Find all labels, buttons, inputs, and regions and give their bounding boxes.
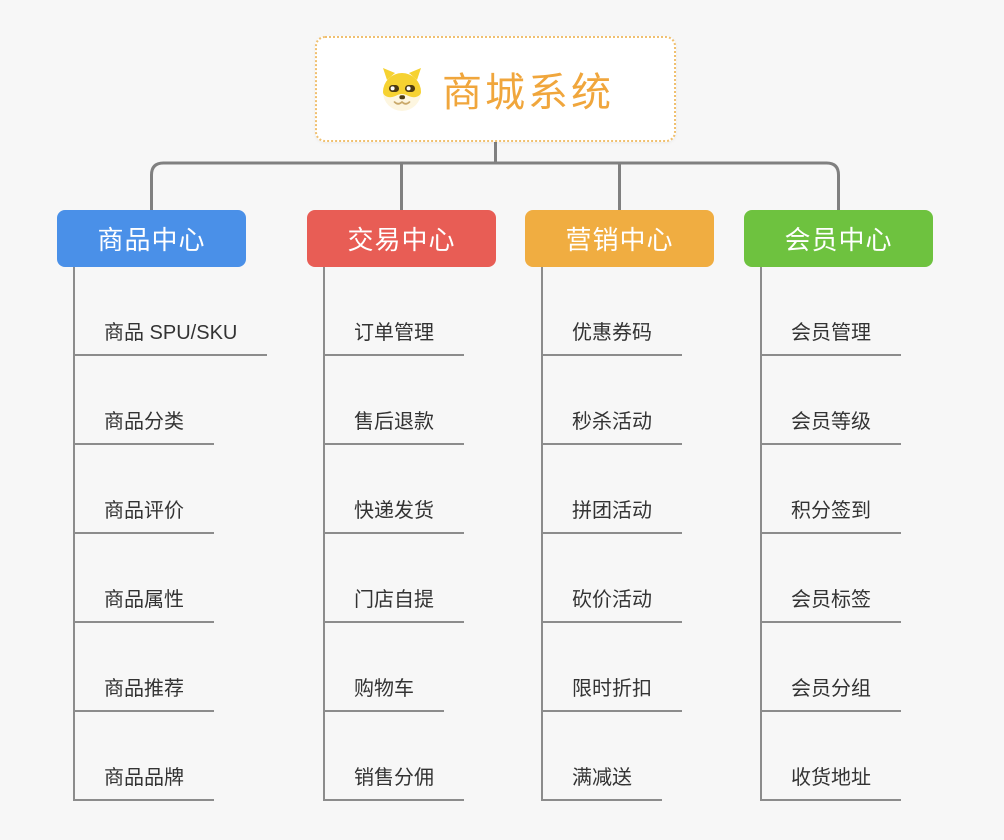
root-node-mall-system[interactable]: 商城系统 <box>315 36 676 142</box>
item-topic[interactable]: 满减送 <box>541 764 662 801</box>
item-topic[interactable]: 会员标签 <box>760 586 901 623</box>
item-topic[interactable]: 商品推荐 <box>73 675 214 712</box>
item-topic[interactable]: 会员分组 <box>760 675 901 712</box>
item-topic[interactable]: 商品 SPU/SKU <box>73 319 268 356</box>
item-topic[interactable]: 会员管理 <box>760 319 901 356</box>
item-topic[interactable]: 砍价活动 <box>541 586 682 623</box>
item-topic[interactable]: 优惠券码 <box>541 319 682 356</box>
branch-node-2[interactable]: 交易中心 <box>307 210 496 267</box>
item-topic[interactable]: 秒杀活动 <box>541 408 682 445</box>
doge-dog-icon <box>383 68 421 111</box>
item-topic[interactable]: 门店自提 <box>323 586 464 623</box>
item-topic[interactable]: 商品分类 <box>73 408 214 445</box>
branch-node-label: 营销中心 <box>565 225 674 255</box>
branch-trunk-line <box>760 267 762 801</box>
item-topic[interactable]: 拼团活动 <box>541 497 682 534</box>
item-topic[interactable]: 销售分佣 <box>323 764 464 801</box>
branch-node-1[interactable]: 商品中心 <box>57 210 246 267</box>
item-topic[interactable]: 积分签到 <box>760 497 901 534</box>
branch-node-label: 商品中心 <box>97 225 206 255</box>
item-topic[interactable]: 商品属性 <box>73 586 214 623</box>
item-topic[interactable]: 会员等级 <box>760 408 901 445</box>
item-topic[interactable]: 收货地址 <box>760 764 901 801</box>
item-topic[interactable]: 售后退款 <box>323 408 464 445</box>
item-topic[interactable]: 限时折扣 <box>541 675 682 712</box>
item-topic[interactable]: 商品评价 <box>73 497 214 534</box>
branch-trunk-line <box>323 267 325 801</box>
connector-path <box>150 141 840 210</box>
item-topic[interactable]: 快递发货 <box>323 497 464 534</box>
branch-trunk-line <box>541 267 543 801</box>
branch-node-label: 会员中心 <box>784 225 893 255</box>
root-node-title: 商城系统 <box>442 71 614 115</box>
item-topic[interactable]: 购物车 <box>323 675 444 712</box>
branch-node-3[interactable]: 营销中心 <box>525 210 714 267</box>
item-topic[interactable]: 订单管理 <box>323 319 464 356</box>
branch-node-4[interactable]: 会员中心 <box>744 210 933 267</box>
branch-trunk-line <box>73 267 75 801</box>
item-topic[interactable]: 商品品牌 <box>73 764 214 801</box>
branch-node-label: 交易中心 <box>347 225 456 255</box>
